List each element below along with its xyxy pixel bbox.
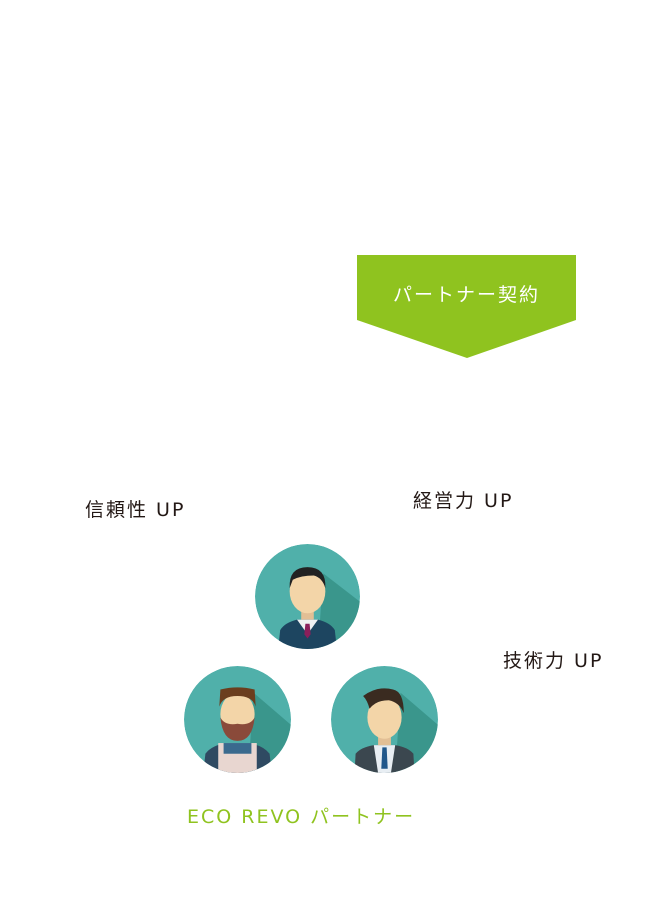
partner-contract-label: パートナー契約 bbox=[392, 284, 540, 306]
trust-up-label: 信頼性 UP bbox=[85, 499, 186, 521]
bearded-worker-avatar-icon bbox=[184, 666, 291, 773]
management-up-label: 経営力 UP bbox=[413, 490, 514, 512]
young-businessman-avatar-icon bbox=[331, 666, 438, 773]
partner-contract-arrow bbox=[357, 255, 576, 358]
businessman-avatar-icon bbox=[255, 544, 360, 649]
eco-revo-partner-label: ECO REVO パートナー bbox=[187, 806, 416, 828]
technique-up-label: 技術力 UP bbox=[503, 650, 604, 672]
